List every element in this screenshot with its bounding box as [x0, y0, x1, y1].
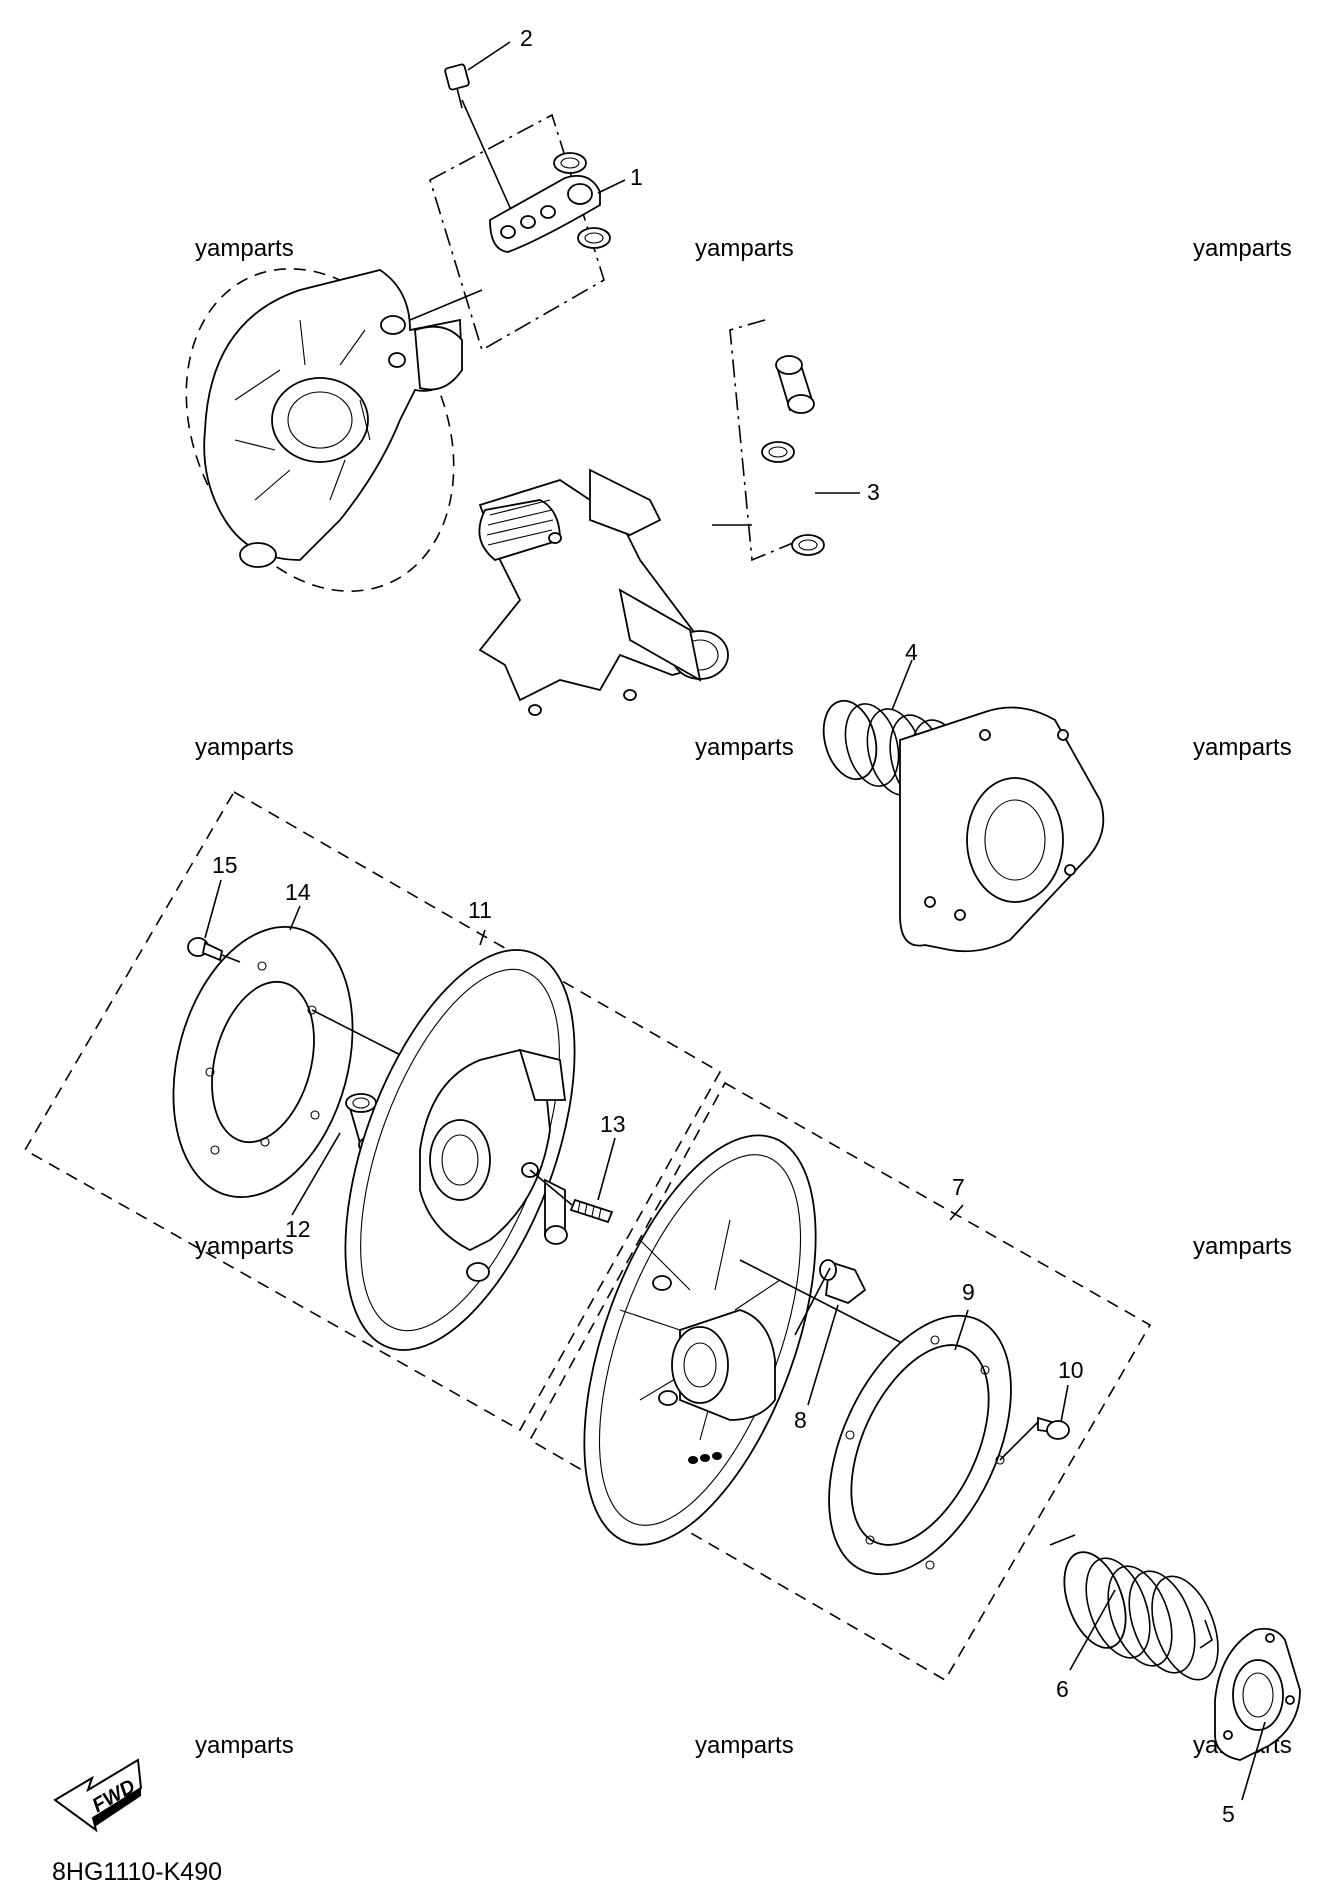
callout-3: 3 [867, 479, 880, 505]
callout-7: 7 [952, 1174, 965, 1200]
watermark: yamparts [1193, 1233, 1292, 1260]
part-14-plate [172, 925, 431, 1199]
part-5-spring-seat [1214, 1627, 1301, 1761]
part-3-roller [712, 319, 825, 562]
watermark: yamparts [195, 734, 294, 761]
watermark: yamparts [695, 1732, 794, 1759]
assembly-7-box [528, 1081, 1152, 1682]
callout-10: 10 [1058, 1357, 1084, 1383]
spider-shaft [478, 468, 729, 716]
watermark: yamparts [195, 235, 294, 262]
fwd-arrow-icon: FWD [53, 1758, 143, 1833]
callout-15: 15 [212, 852, 238, 878]
watermark: yamparts [1193, 734, 1292, 761]
assembly-11-box [23, 790, 722, 1432]
part-1-weight-arm [409, 113, 611, 352]
callout-5: 5 [1222, 1801, 1235, 1827]
diagram-code: 8HG1110-K490 [52, 1858, 222, 1886]
part-15-screw [187, 937, 241, 963]
callout-1: 1 [630, 164, 643, 190]
callout-12: 12 [285, 1216, 311, 1242]
part-2-pin [444, 63, 521, 231]
callout-2: 2 [520, 25, 533, 51]
callout-6: 6 [1056, 1676, 1069, 1702]
part-8-slider [794, 1259, 867, 1336]
primary-sliding-sheave [185, 268, 463, 592]
watermark: yamparts [195, 1233, 294, 1260]
callout-13: 13 [600, 1111, 626, 1137]
watermark: yamparts [1193, 235, 1292, 262]
part-10-screw [1037, 1416, 1070, 1440]
secondary-fixed-sheave [344, 949, 576, 1351]
watermark: yamparts [195, 1732, 294, 1759]
callout-11: 11 [468, 897, 492, 923]
callout-9: 9 [962, 1279, 975, 1305]
callout-14: 14 [285, 879, 311, 905]
spring-cap [899, 706, 1105, 953]
part-13-stud [529, 1169, 614, 1224]
part-9-plate [828, 1314, 1041, 1576]
watermark: yamparts [695, 235, 794, 262]
watermark: yamparts [695, 734, 794, 761]
callout-numbers: 2 1 3 4 5 6 7 8 9 10 11 12 13 14 15 [212, 25, 1235, 1827]
callout-8: 8 [794, 1407, 807, 1433]
leader-lines [204, 41, 1266, 1801]
part-6-spring [1049, 1534, 1219, 1681]
callout-4: 4 [905, 639, 918, 665]
